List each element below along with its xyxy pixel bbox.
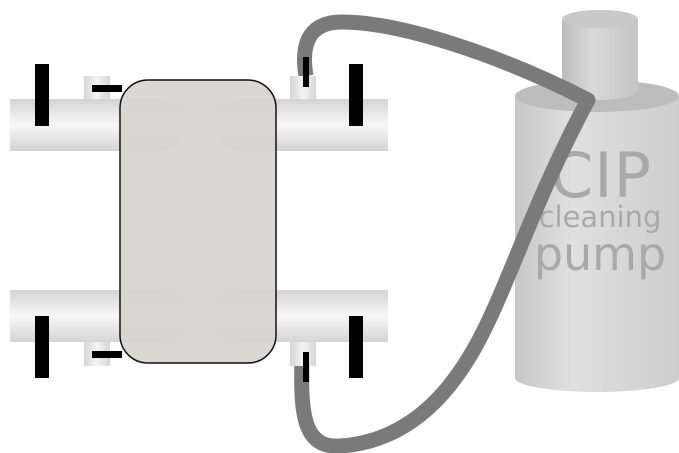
bottom-right-valve[interactable] — [303, 352, 309, 382]
pump-label-cleaning: cleaning — [539, 200, 662, 234]
bottom-right-clamp[interactable] — [349, 316, 363, 378]
pump-label-pump: pump — [534, 227, 666, 281]
top-right-valve[interactable] — [303, 57, 309, 87]
top-left-cap[interactable] — [92, 85, 122, 92]
heat-exchanger-plate[interactable] — [119, 79, 277, 364]
pump-outlet-opening — [562, 10, 638, 28]
top-left-clamp[interactable] — [35, 64, 49, 126]
cip-hose[interactable] — [294, 14, 596, 453]
bottom-left-clamp[interactable] — [35, 316, 49, 378]
top-right-clamp[interactable] — [349, 64, 363, 126]
pump-neck — [562, 20, 638, 100]
bottom-left-cap[interactable] — [92, 351, 122, 358]
